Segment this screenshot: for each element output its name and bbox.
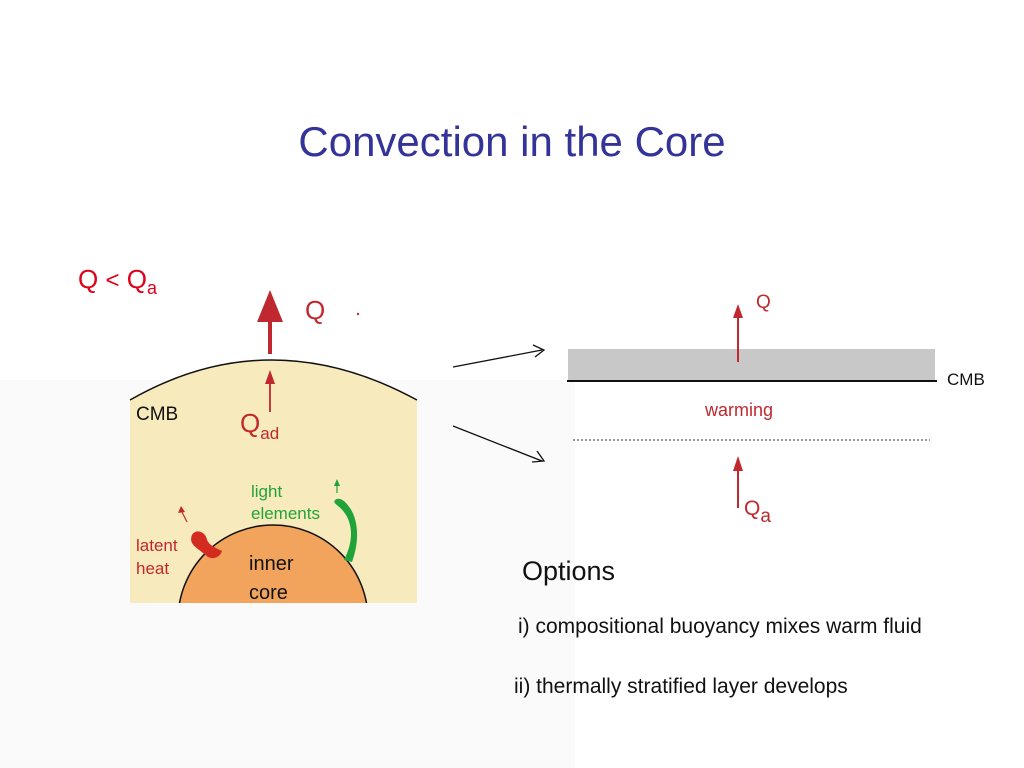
- layer-qa-q: Q: [744, 497, 761, 520]
- inner-core-label: inner core: [249, 550, 293, 608]
- inner-core-base-mask: [170, 603, 380, 623]
- core-q-label: Q: [305, 295, 326, 325]
- qad-label: Qad: [240, 408, 279, 443]
- latent-heat-label: latent heat: [136, 534, 178, 580]
- condition-qa: Q: [126, 264, 147, 294]
- light-elements-label: light elements: [251, 481, 320, 525]
- right-q-arrow-head: [733, 304, 743, 318]
- q-arrow-head: [257, 290, 283, 322]
- latent-heat-line-2: heat: [136, 559, 170, 578]
- connector-arrow-upper-head: [532, 344, 546, 358]
- latent-heat-arrow-head: [178, 506, 185, 513]
- connector-arrow-lower-head: [531, 450, 546, 463]
- light-elements-arrow-head: [334, 479, 340, 486]
- right-qa-arrow-head: [733, 456, 743, 471]
- qad-arrow-head: [265, 370, 275, 384]
- inner-core-circle: [177, 524, 369, 603]
- core-cmb-label: CMB: [136, 404, 179, 425]
- layer-qa-label: Qa: [744, 497, 771, 527]
- connector-arrow-lower: [452, 425, 543, 462]
- light-elements-line-2: elements: [251, 504, 320, 523]
- light-elements-plume: [334, 498, 358, 562]
- qad-q: Q: [240, 408, 261, 438]
- condition-qa-subscript: a: [146, 278, 157, 298]
- option-item-1: i) compositional buoyancy mixes warm flu…: [518, 615, 922, 638]
- latent-heat-arrow-shaft: [181, 511, 188, 523]
- slide-title: Convection in the Core: [298, 118, 726, 165]
- inner-core-line-2: core: [249, 582, 288, 604]
- layer-q-label: Q: [756, 292, 771, 313]
- connector-arrow-upper: [452, 349, 543, 368]
- inner-core-line-1: inner: [249, 553, 294, 575]
- condition-label: Q < Qa: [78, 264, 157, 298]
- latent-heat-line-1: latent: [136, 536, 178, 555]
- warming-label: warming: [705, 400, 774, 420]
- options-heading: Options: [522, 556, 616, 586]
- layer-cmb-label: CMB: [947, 370, 985, 389]
- qad-subscript: ad: [260, 424, 280, 443]
- light-elements-line-1: light: [251, 482, 283, 501]
- condition-less-than: <: [105, 267, 120, 294]
- cmb-boundary-arc: [129, 359, 418, 401]
- mantle-layer-band: [568, 349, 935, 380]
- latent-heat-plume: [191, 531, 222, 559]
- condition-q: Q: [78, 264, 99, 294]
- option-item-2: ii) thermally stratified layer develops: [514, 675, 848, 698]
- stray-dot: [356, 312, 360, 316]
- layer-qa-subscript: a: [760, 506, 771, 527]
